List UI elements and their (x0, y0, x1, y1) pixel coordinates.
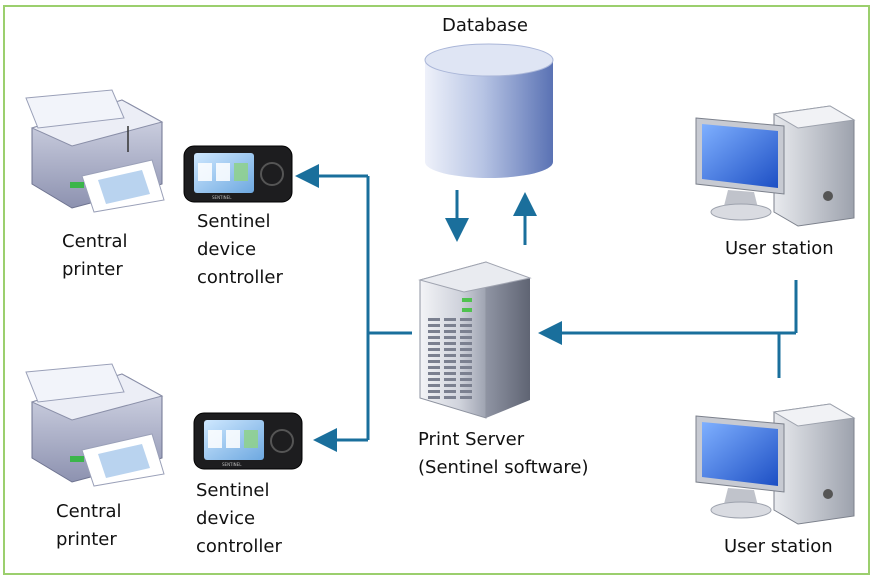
server-slot (428, 342, 440, 345)
printer-bottom-label: Central printer (56, 501, 122, 550)
server-slot (428, 396, 440, 399)
server-slot (460, 372, 472, 375)
server-slot (428, 348, 440, 351)
server-slot (428, 318, 440, 321)
server-slot (444, 378, 456, 381)
printer-top-label: Central printer (62, 231, 128, 280)
server-slot (444, 372, 456, 375)
server-slot (428, 372, 440, 375)
print-server-label: Print Server (Sentinel software) (418, 429, 589, 478)
device-controller-icon: SENTINEL (193, 412, 303, 470)
server-slot (460, 348, 472, 351)
server-slot (460, 318, 472, 321)
controller-brand-text: SENTINEL (222, 462, 242, 467)
server-slot (444, 342, 456, 345)
printer-icon (25, 363, 165, 487)
server-slot (460, 336, 472, 339)
server-slot (428, 378, 440, 381)
server-slot (428, 390, 440, 393)
server-slot (428, 360, 440, 363)
server-slot (460, 330, 472, 333)
database-cylinder-icon (424, 43, 554, 178)
server-slot (460, 384, 472, 387)
connectors (295, 164, 798, 452)
station-bottom-label: User station (724, 536, 833, 557)
server-slot (444, 366, 456, 369)
server-slot (460, 366, 472, 369)
server-slot (460, 396, 472, 399)
controller-bottom-label: Sentinel device controller (196, 480, 282, 557)
server-slot (444, 330, 456, 333)
device-controller-icon: SENTINEL (183, 145, 293, 203)
server-slot (460, 324, 472, 327)
server-slot (428, 384, 440, 387)
server-slot (460, 342, 472, 345)
server-slot (460, 360, 472, 363)
server-slot (460, 354, 472, 357)
server-slot (460, 378, 472, 381)
desktop-computer-icon (695, 105, 856, 227)
desktop-computer-icon (695, 403, 856, 525)
server-slot (460, 390, 472, 393)
server-slot (444, 354, 456, 357)
server-slot (444, 390, 456, 393)
server-slot (444, 384, 456, 387)
server-slot (428, 324, 440, 327)
server-slot (428, 330, 440, 333)
controller-top-label: Sentinel device controller (197, 211, 283, 288)
server-slot (444, 336, 456, 339)
server-slot (428, 336, 440, 339)
server-slot (428, 366, 440, 369)
station-top-label: User station (725, 238, 834, 259)
database-label: Database (442, 15, 528, 36)
server-slot (428, 354, 440, 357)
diagram-frame (3, 5, 870, 575)
server-slot (444, 324, 456, 327)
server-slot (444, 318, 456, 321)
server-tower-icon (418, 261, 532, 419)
controller-brand-text: SENTINEL (212, 195, 232, 200)
server-slot (444, 396, 456, 399)
printer-icon (25, 89, 165, 213)
server-slot (444, 360, 456, 363)
server-slot (444, 348, 456, 351)
